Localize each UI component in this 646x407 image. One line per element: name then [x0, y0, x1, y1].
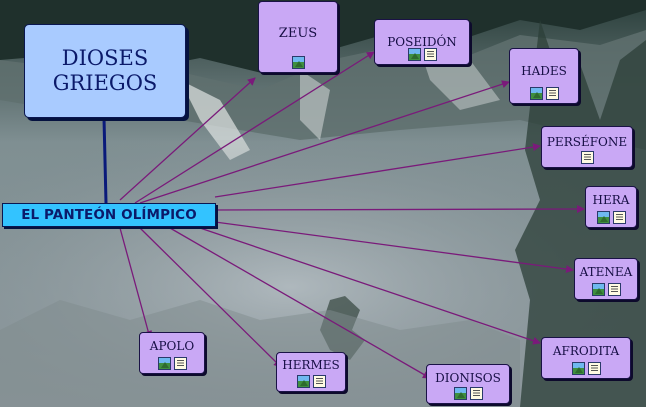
main-title-box: DIOSES GRIEGOS	[24, 24, 186, 118]
main-title-text: DIOSES GRIEGOS	[52, 46, 158, 95]
image-icon[interactable]	[157, 357, 171, 370]
node-label: ATENEA	[579, 265, 633, 279]
document-icon[interactable]	[612, 211, 626, 224]
image-icon[interactable]	[291, 56, 305, 69]
image-icon[interactable]	[591, 283, 605, 296]
image-icon[interactable]	[407, 48, 421, 61]
node-label: HERA	[592, 193, 630, 207]
node-label: HERMES	[282, 358, 340, 372]
document-icon[interactable]	[312, 375, 326, 388]
document-icon[interactable]	[173, 357, 187, 370]
node-persefone[interactable]: PERSÉFONE	[541, 126, 633, 168]
node-label: AFRODITA	[552, 344, 620, 358]
central-concept-box: EL PANTEÓN OLÍMPICO	[2, 203, 216, 227]
image-icon[interactable]	[529, 87, 543, 100]
image-icon[interactable]	[453, 387, 467, 400]
central-concept-text: EL PANTEÓN OLÍMPICO	[21, 207, 197, 223]
document-icon[interactable]	[469, 387, 483, 400]
document-icon[interactable]	[545, 87, 559, 100]
node-label: PERSÉFONE	[546, 135, 628, 149]
image-icon[interactable]	[296, 375, 310, 388]
node-zeus[interactable]: ZEUS	[258, 1, 338, 73]
node-hermes[interactable]: HERMES	[276, 352, 346, 392]
node-label: DIONISOS	[435, 371, 501, 385]
node-label: APOLO	[149, 339, 195, 353]
document-icon[interactable]	[587, 362, 601, 375]
document-icon[interactable]	[580, 151, 594, 164]
node-dionisos[interactable]: DIONISOS	[426, 364, 510, 404]
document-icon[interactable]	[607, 283, 621, 296]
node-label: POSEIDÓN	[387, 35, 457, 49]
image-icon[interactable]	[571, 362, 585, 375]
node-label: ZEUS	[278, 26, 318, 41]
node-hera[interactable]: HERA	[585, 186, 637, 228]
node-hades[interactable]: HADES	[509, 48, 579, 104]
node-atenea[interactable]: ATENEA	[574, 258, 638, 300]
node-poseidon[interactable]: POSEIDÓN	[374, 19, 470, 65]
document-icon[interactable]	[423, 48, 437, 61]
image-icon[interactable]	[596, 211, 610, 224]
node-apolo[interactable]: APOLO	[139, 332, 205, 374]
node-label: HADES	[521, 64, 567, 78]
node-afrodita[interactable]: AFRODITA	[541, 337, 631, 379]
